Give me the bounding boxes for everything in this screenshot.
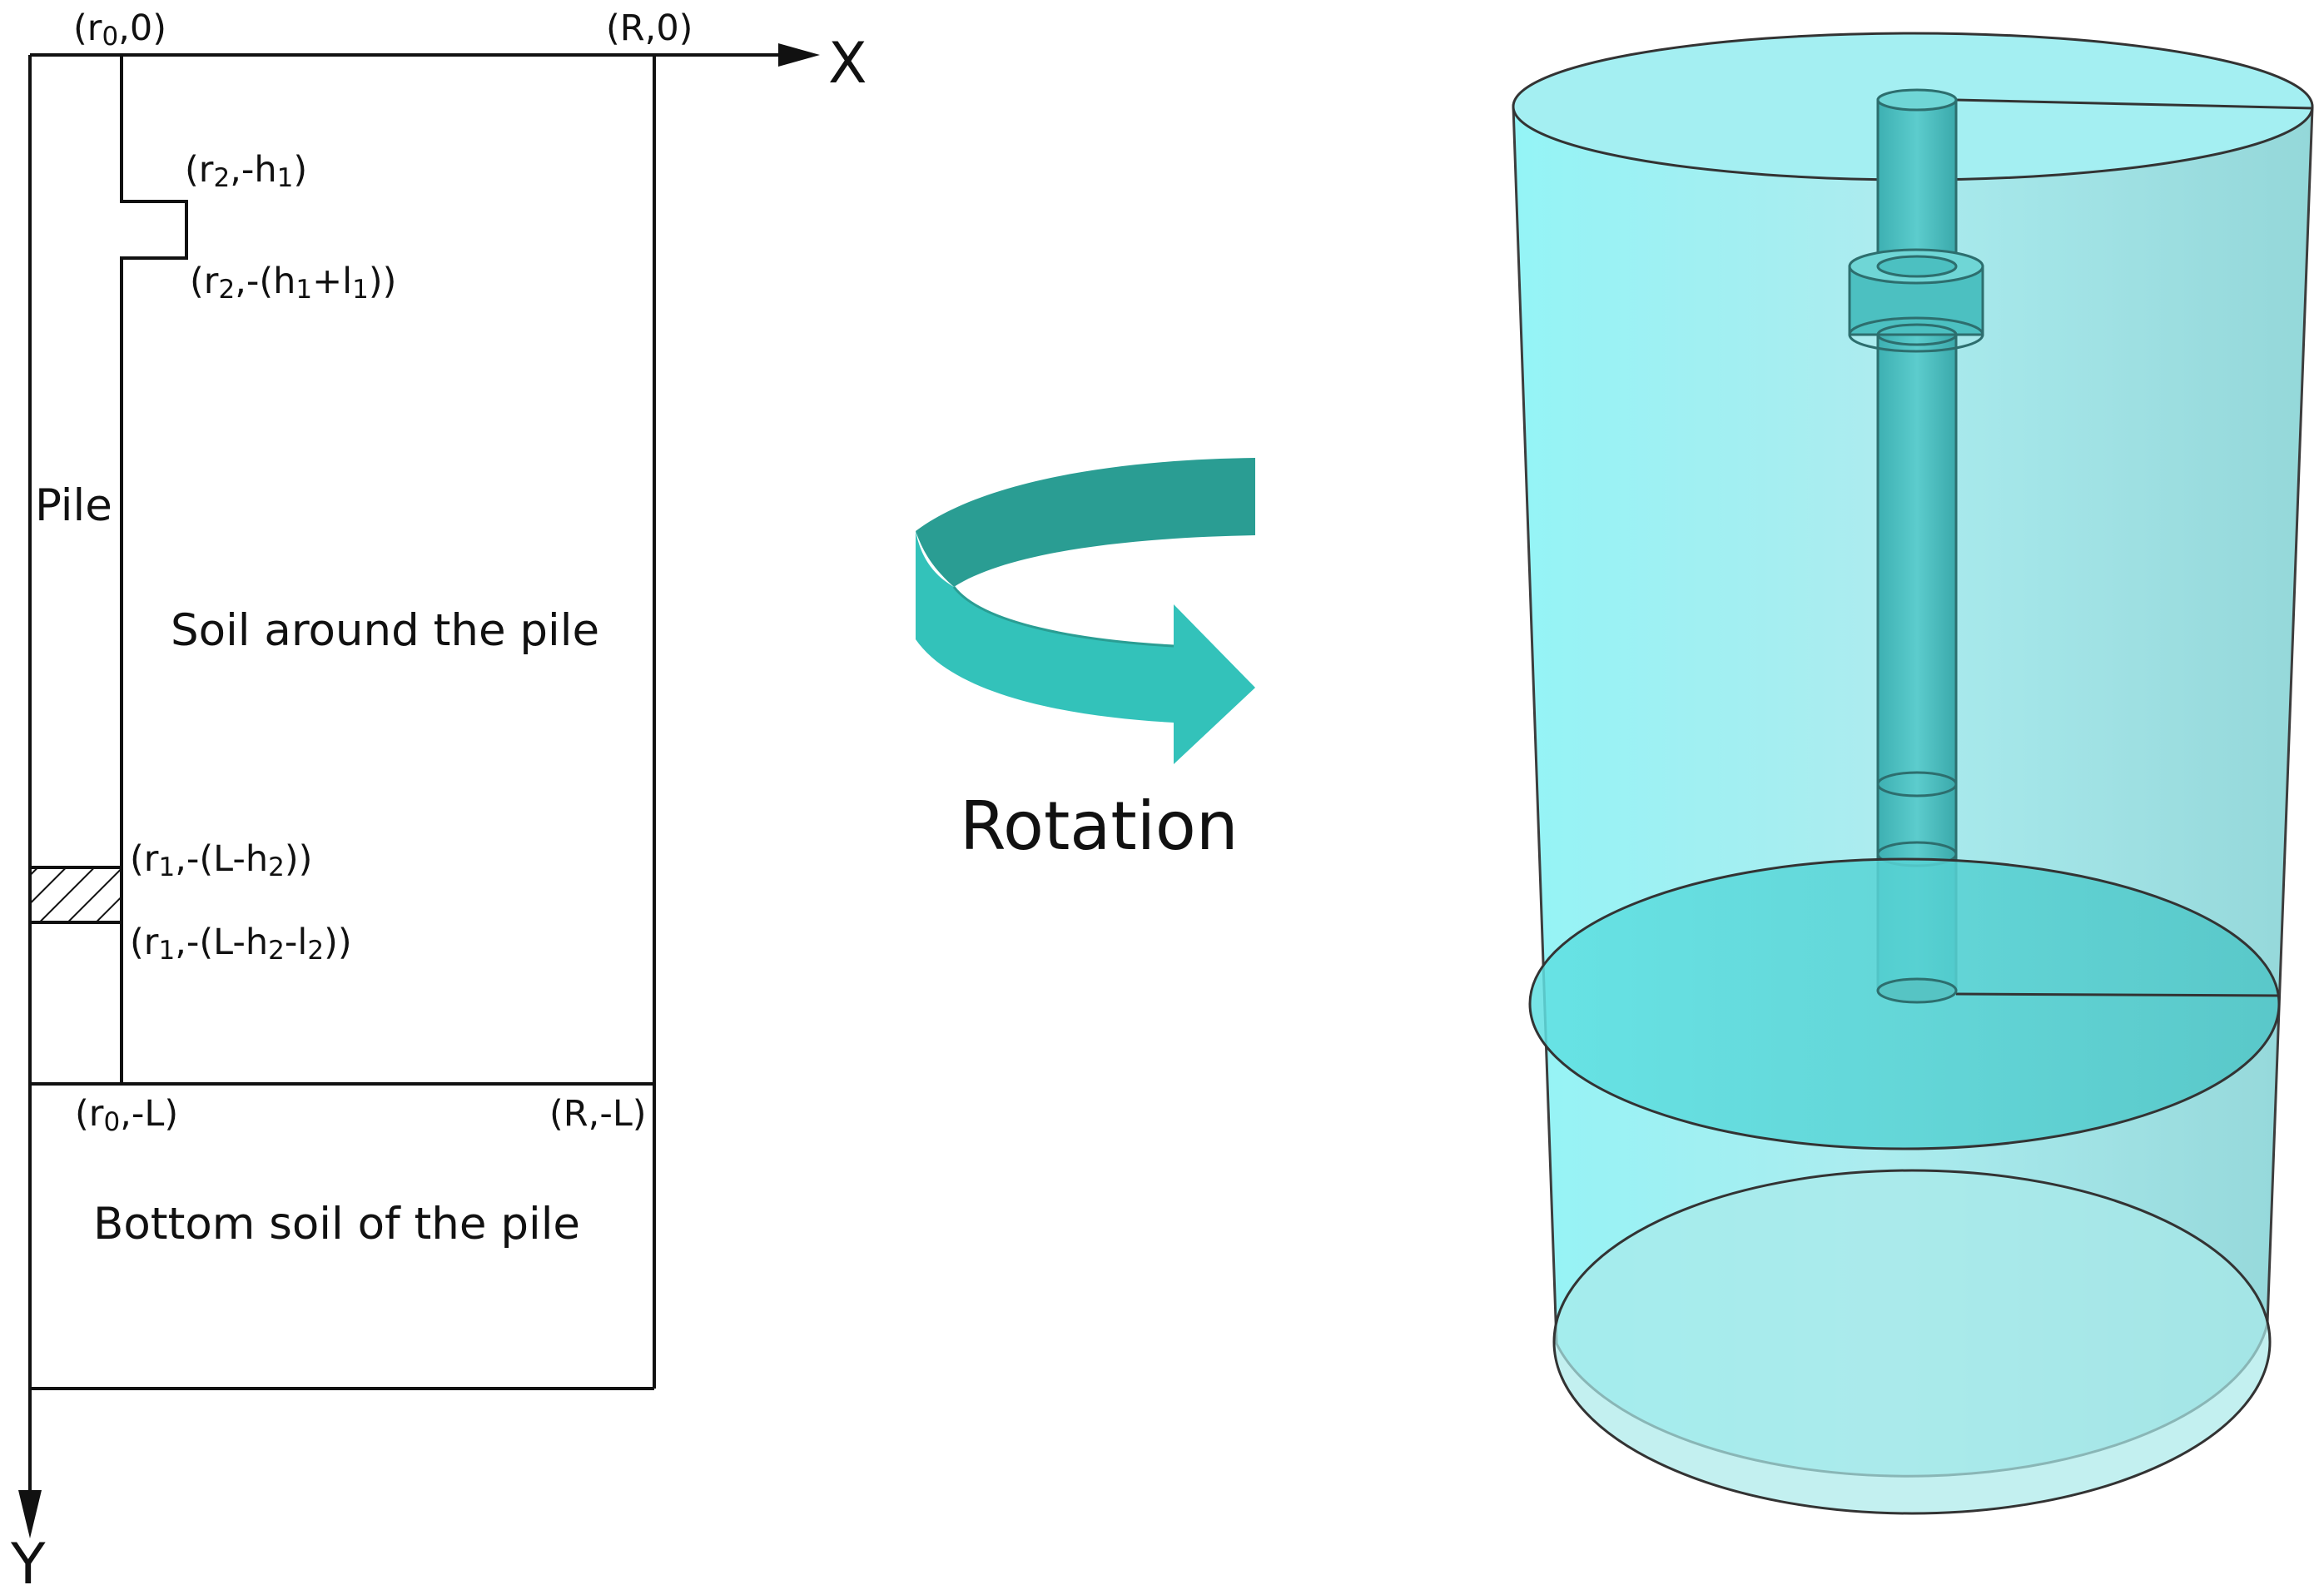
point-label-r1-l-h2-l2: (r1,-(L-h2-l2)) [130,922,352,966]
point-label-r-top: (R,0) [606,7,693,49]
pile-top-face [1876,88,1958,112]
pile-shaft [1876,98,1958,992]
pile-collar-bottom-inner [1876,323,1958,346]
rotation-label: Rotation [960,788,1239,865]
pile-collar-inner [1876,255,1958,278]
pile-bottom-face [1876,977,1958,1004]
point-label-r0-top: (r0,0) [73,7,166,52]
point-label-r1-l-h2: (r1,-(L-h2)) [130,838,312,882]
bottom-soil-label: Bottom soil of the pile [93,1199,580,1250]
cylinder-bottom-face [1552,1169,2272,1515]
toe-radius-line [1955,992,2280,997]
rotation-arrow-inner-edge [952,586,1174,648]
hatched-segment [28,866,123,924]
point-label-r-bottom: (R,-L) [549,1093,647,1135]
rotation-arrow-top-face [916,458,1255,587]
y-axis-arrowhead [18,1490,42,1538]
point-label-r2-h1-l1: (r2,-(h1+l1)) [190,261,396,305]
x-axis-label: X [828,31,867,97]
y-axis-label: Y [10,1532,46,1595]
cylinder-3d-model [1512,32,2314,1515]
rotation-arrow-icon [916,458,1255,764]
x-axis-arrowhead [778,43,820,67]
rotation-arrow-body [916,531,1255,764]
pile-boundary [120,55,188,1084]
point-label-r2-h1: (r2,-h1) [185,149,307,193]
pile-collar-bottom [1848,316,1984,353]
pile-toe-disk [1528,857,2281,1150]
cross-section-diagram [18,43,820,1538]
pile-ring-upper [1876,771,1958,798]
point-label-r0-bottom: (r0,-L) [75,1093,178,1137]
top-radius-line [1955,98,2313,110]
soil-around-label: Soil around the pile [171,605,599,656]
pile-label: Pile [35,480,112,531]
